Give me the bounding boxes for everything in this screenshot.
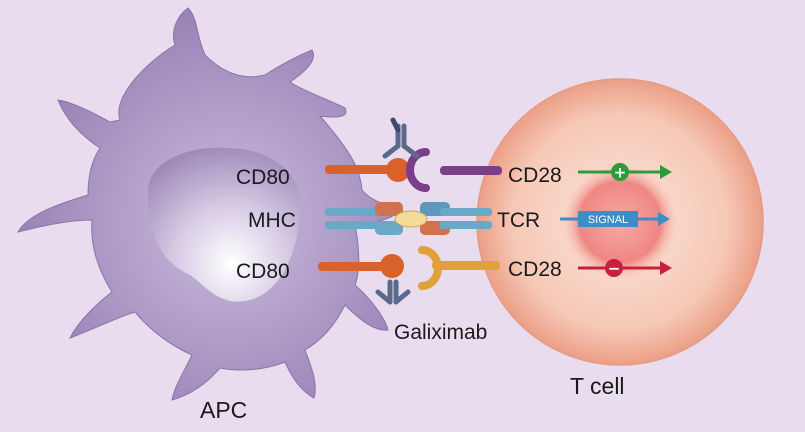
cd28-top-label: CD28 bbox=[508, 164, 562, 187]
mhc-receptor bbox=[325, 202, 403, 235]
tcr-receptor bbox=[394, 202, 492, 235]
t-cell-label: T cell bbox=[570, 373, 625, 399]
signal-label: SIGNAL bbox=[588, 214, 628, 226]
cd80-top-label: CD80 bbox=[236, 166, 290, 189]
cd80-bottom-label: CD80 bbox=[236, 260, 290, 283]
plus-symbol: + bbox=[614, 164, 627, 182]
apc-label: APC bbox=[200, 397, 247, 423]
cd80-top-receptor bbox=[325, 158, 410, 182]
cd28-top-receptor bbox=[406, 148, 502, 192]
negative-signal-arrow: − bbox=[578, 259, 672, 278]
apc-cell bbox=[16, 7, 401, 401]
galiximab-antibody-bottom bbox=[375, 279, 411, 305]
tcr-label: TCR bbox=[497, 209, 540, 232]
signal-arrow: SIGNAL bbox=[560, 211, 670, 227]
galiximab-antibody-top bbox=[382, 117, 420, 159]
cd80-bottom-receptor bbox=[318, 254, 404, 278]
cd28-bottom-label: CD28 bbox=[508, 258, 562, 281]
galiximab-label: Galiximab bbox=[394, 321, 487, 344]
minus-symbol: − bbox=[608, 260, 621, 278]
mhc-label: MHC bbox=[248, 209, 296, 232]
positive-signal-arrow: + bbox=[578, 163, 672, 182]
cd28-bottom-receptor bbox=[418, 246, 500, 290]
